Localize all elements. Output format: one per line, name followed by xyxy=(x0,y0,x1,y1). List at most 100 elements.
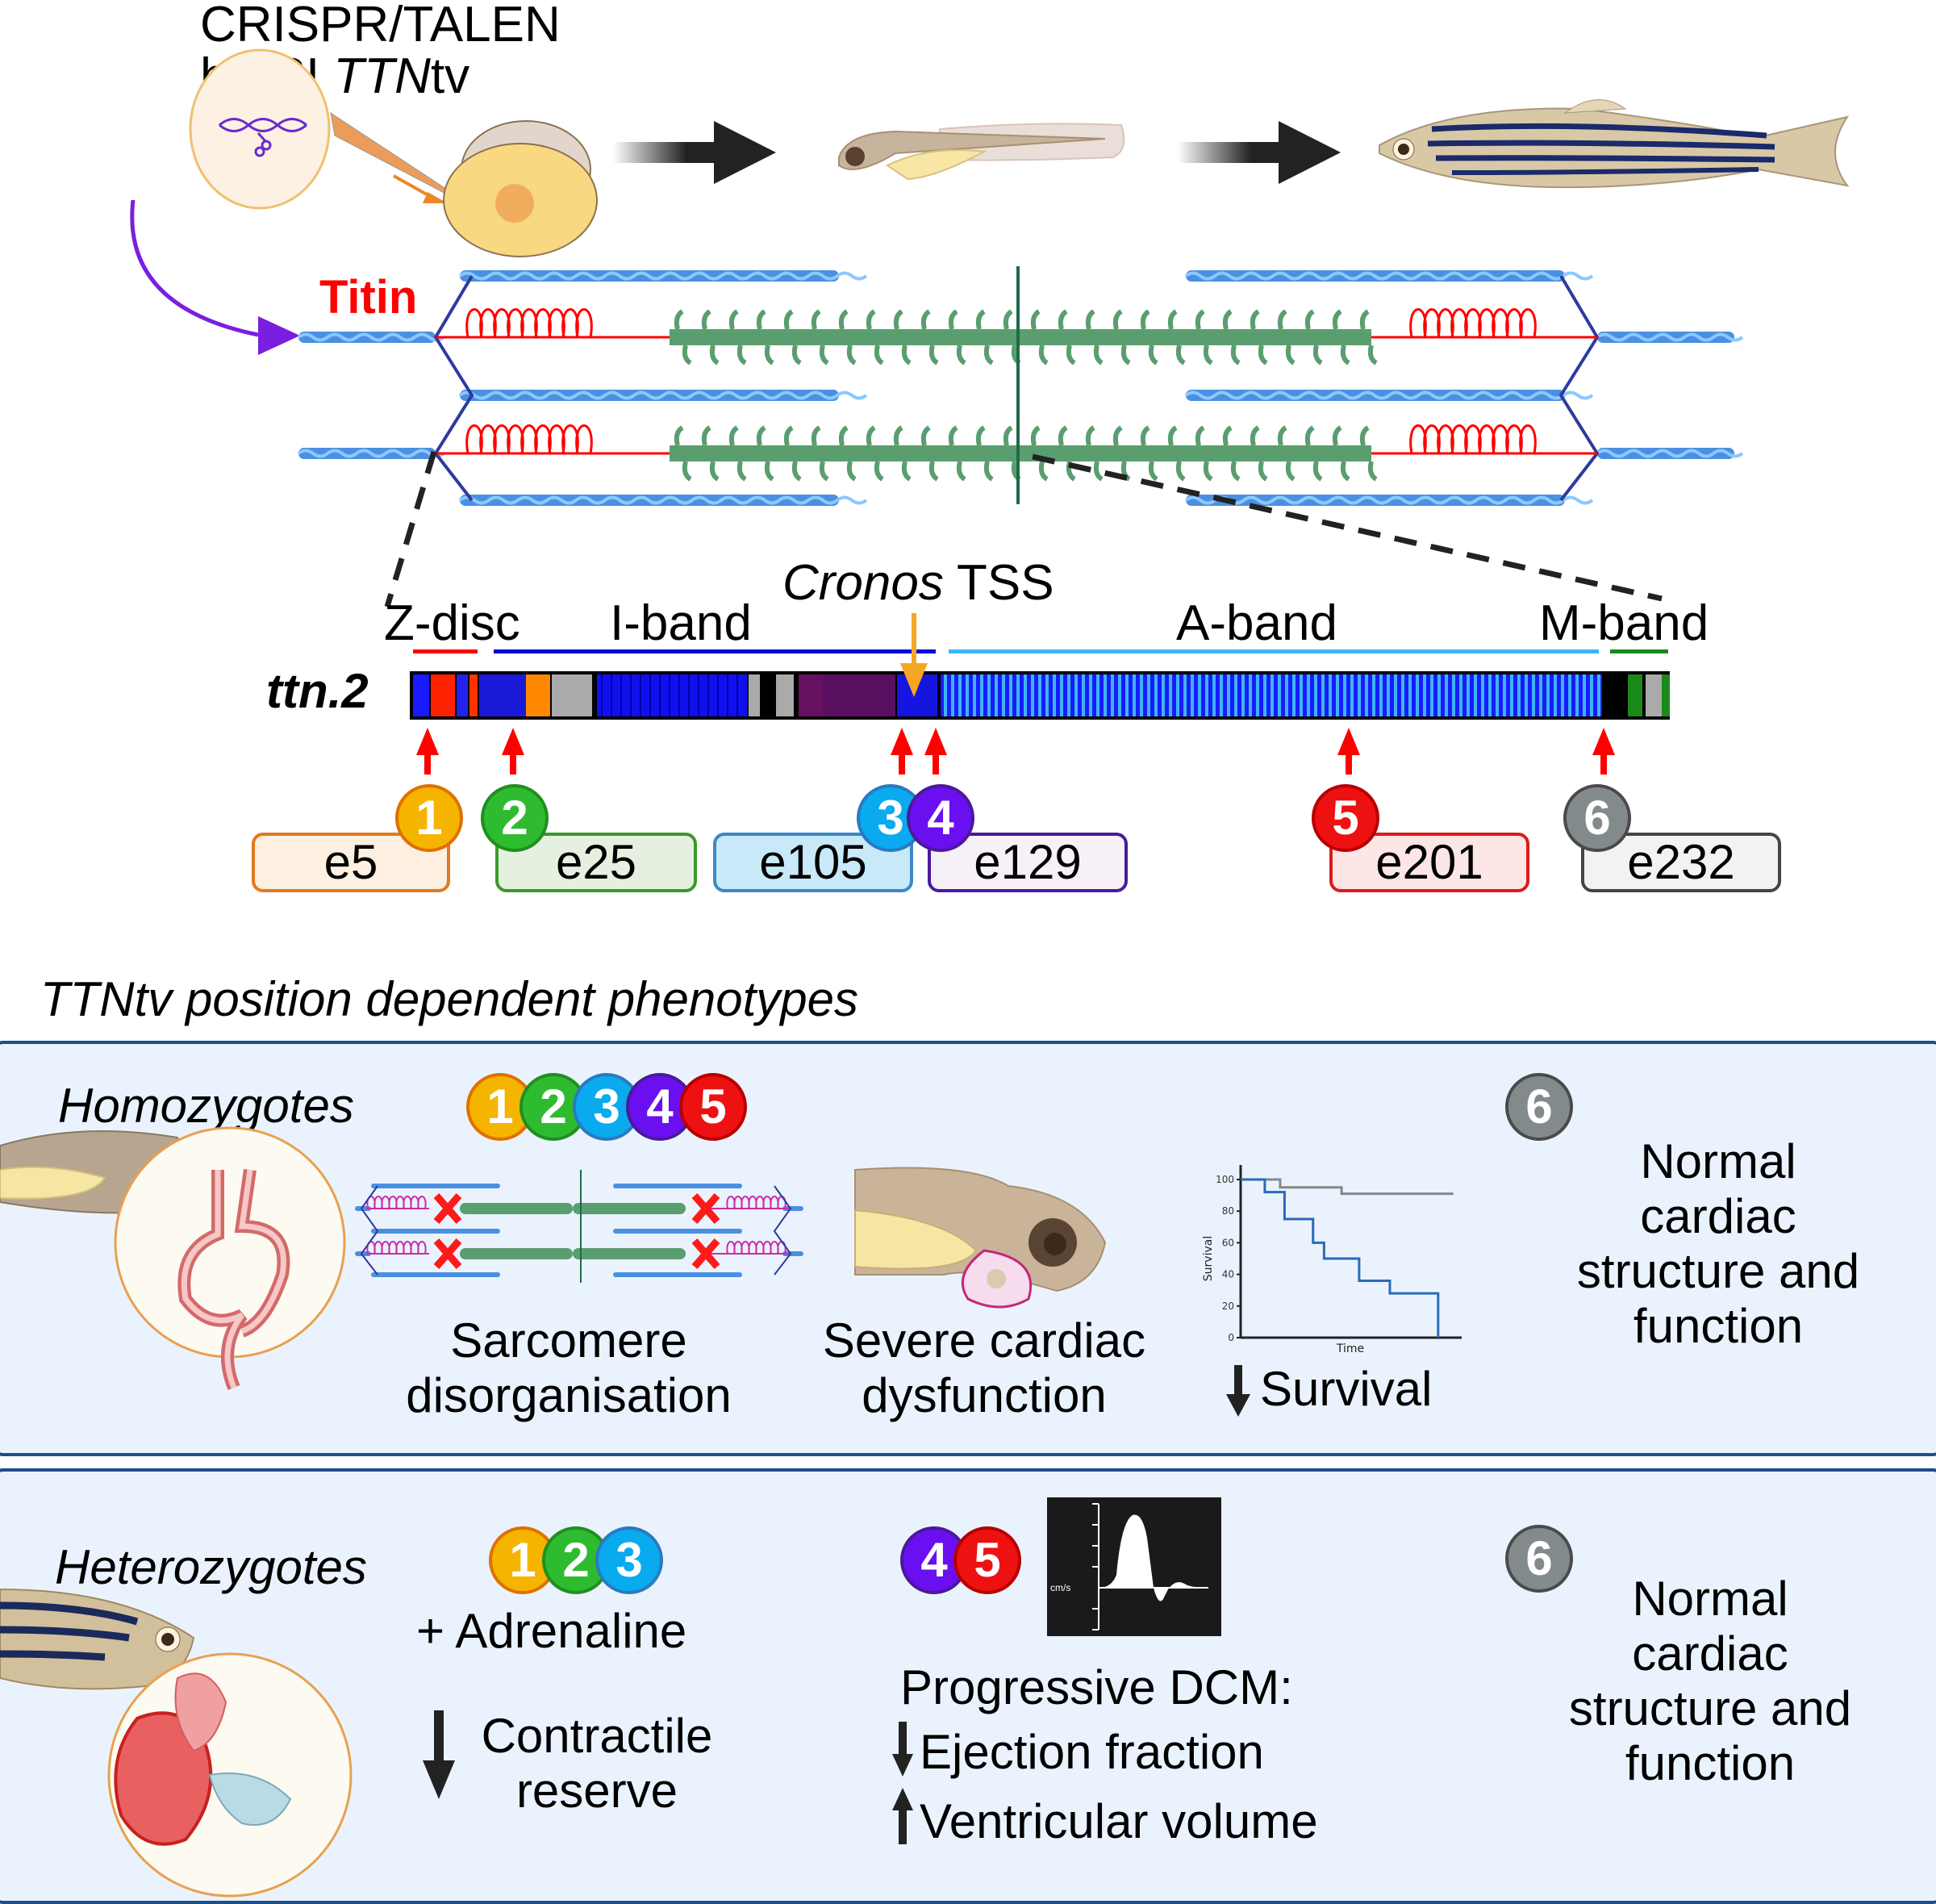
titin-spring xyxy=(710,1241,791,1255)
progression-arrow-2-shaft xyxy=(1178,142,1283,163)
exon-block xyxy=(776,674,794,716)
exon-stripe xyxy=(1169,674,1172,716)
exon-stripe xyxy=(1024,674,1027,716)
injection-cell xyxy=(189,48,331,210)
injection-illustration xyxy=(130,48,1850,355)
variant-position-arrow xyxy=(1592,728,1615,755)
exon-stripe xyxy=(1561,674,1564,716)
heterozygote-normal-caption: Normal cardiac structure and function xyxy=(1525,1572,1896,1791)
ventricular-volume-label: Ventricular volume xyxy=(920,1794,1318,1848)
exon-stripe xyxy=(1162,674,1165,716)
exon-block xyxy=(1628,674,1642,716)
exon-stripe xyxy=(995,674,998,716)
exon-stripe xyxy=(1089,674,1092,716)
homozygotes-label: Homozygotes xyxy=(58,1079,354,1133)
x-axis-label: Time xyxy=(1336,1342,1364,1355)
exon-block xyxy=(526,674,536,716)
exon-stripe xyxy=(987,674,991,716)
exon-stripe xyxy=(1220,674,1223,716)
actin-filament xyxy=(1184,270,1594,282)
exon-stripe xyxy=(1314,674,1317,716)
myosin-filament xyxy=(670,309,1378,365)
exon-stripe xyxy=(1074,674,1078,716)
exon-stripe xyxy=(1198,674,1201,716)
exon-stripe xyxy=(1416,674,1419,716)
homozygote-normal-badge: 6 xyxy=(1505,1073,1573,1141)
exon-stripe xyxy=(1176,674,1179,716)
region-label-a-band: A-band xyxy=(1176,595,1337,651)
myosin-filament xyxy=(670,425,1378,482)
exon-stripe xyxy=(1234,674,1237,716)
y-tick-label: 20 xyxy=(1222,1301,1234,1312)
variant-badge: 5 xyxy=(679,1073,747,1141)
exon-block xyxy=(1613,674,1628,716)
exon-stripe xyxy=(1053,674,1056,716)
exon-stripe xyxy=(1350,674,1354,716)
z-disc-left xyxy=(433,274,474,502)
exon-block xyxy=(469,674,478,716)
exon-stripe xyxy=(1401,674,1404,716)
exon-stripe xyxy=(1300,674,1303,716)
exon-stripe xyxy=(727,674,728,716)
exon-stripe xyxy=(1096,674,1099,716)
variant-badge: 3 xyxy=(595,1526,663,1594)
z-disc xyxy=(773,1185,792,1276)
exon-stripe xyxy=(1445,674,1448,716)
normal-line1: Normal xyxy=(1640,1134,1796,1188)
adult-fish-heart-illustration xyxy=(0,1588,353,1898)
exon-stripe xyxy=(1249,674,1252,716)
y-tick-label: 100 xyxy=(1216,1174,1234,1185)
ttn-gene-map xyxy=(410,613,1670,775)
actin-filament xyxy=(613,1272,742,1277)
larva-illustration xyxy=(838,123,1125,181)
dna-scissors-icon xyxy=(219,118,307,157)
exon-block xyxy=(413,674,429,716)
myosin-filament xyxy=(573,1203,686,1214)
z-disc xyxy=(360,1185,379,1276)
region-label-m-band: M-band xyxy=(1539,595,1709,651)
exon-stripe xyxy=(1256,674,1259,716)
exon-stripe xyxy=(1379,674,1383,716)
actin-filament xyxy=(371,1184,500,1188)
normal-line1: Normal xyxy=(1632,1572,1788,1626)
exon-stripe xyxy=(1125,674,1129,716)
exon-stripe xyxy=(1227,674,1230,716)
actin-filament xyxy=(1596,332,1744,343)
exon-stripe xyxy=(1321,674,1325,716)
actin-filament xyxy=(613,1229,742,1234)
y-tick-label: 80 xyxy=(1222,1205,1234,1217)
normal-line2: cardiac xyxy=(1640,1189,1796,1243)
exon-stripe xyxy=(1009,674,1012,716)
exon-stripe xyxy=(1104,674,1107,716)
variant-badge: 5 xyxy=(953,1526,1021,1594)
variant-badge: 2 xyxy=(481,784,549,852)
normal-line3: structure and xyxy=(1576,1244,1860,1298)
variant-badge: 3 xyxy=(573,1073,640,1141)
exon-stripe xyxy=(1133,674,1136,716)
exon-block xyxy=(536,674,550,716)
survival-caption: Survival xyxy=(1260,1362,1433,1416)
variant-position-arrow xyxy=(924,728,947,755)
cronos-tss-arrowhead xyxy=(900,663,928,697)
exon-label-box: e201 xyxy=(1329,833,1529,892)
exon-stripe xyxy=(678,674,680,716)
actin-filament xyxy=(1596,448,1744,459)
variant-badge: 1 xyxy=(395,784,463,852)
variant-badge: 5 xyxy=(1312,784,1379,852)
contractile-line1: Contractile xyxy=(481,1709,713,1763)
homozygote-normal-caption: Normal cardiac structure and function xyxy=(1533,1134,1904,1354)
region-label-i-band: I-band xyxy=(610,595,752,651)
disorganised-sarcomere-icon xyxy=(355,1170,803,1283)
exon-block xyxy=(479,674,526,716)
actin-filament xyxy=(782,1206,803,1211)
sarcomere-diagram xyxy=(297,266,1744,506)
phenotypes-title: TTNtv position dependent phenotypes xyxy=(40,972,858,1026)
zoom-dashed-lines xyxy=(384,450,1663,608)
y-tick-label: 40 xyxy=(1222,1269,1234,1280)
actin-filament xyxy=(371,1229,500,1234)
myosin-filament xyxy=(573,1248,686,1259)
disrupted-x-icon xyxy=(433,1238,462,1269)
exon-stripe xyxy=(1358,674,1361,716)
exon-stripe xyxy=(1147,674,1150,716)
exon-stripe xyxy=(1045,674,1049,716)
